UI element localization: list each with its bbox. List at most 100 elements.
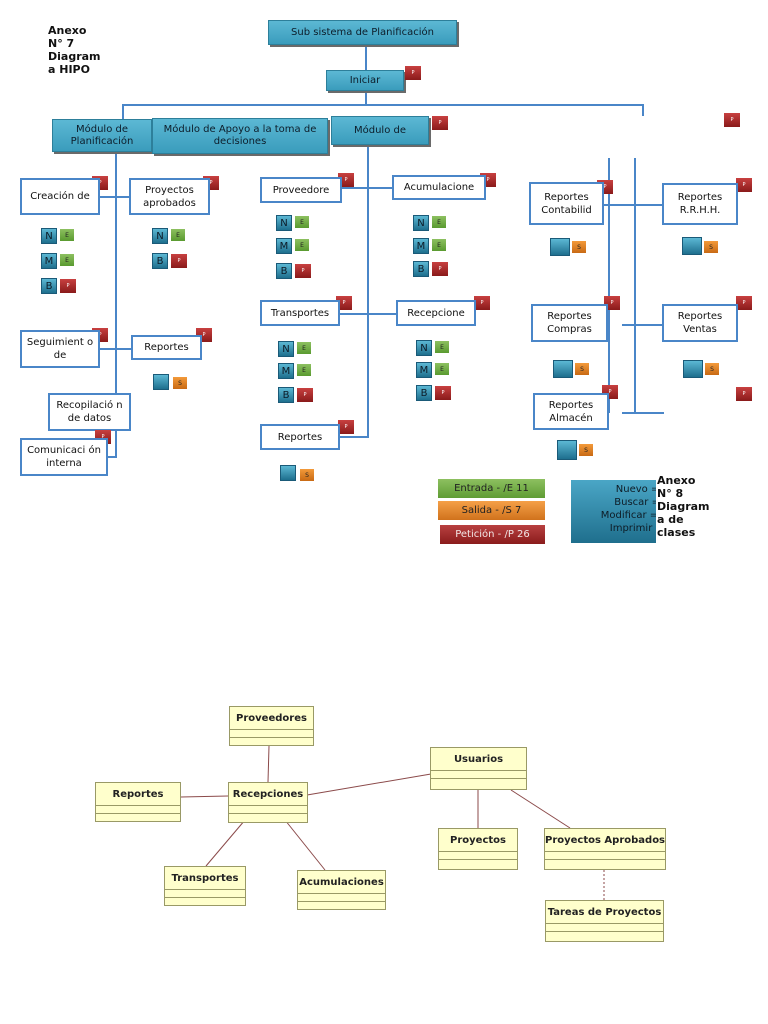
peticion-tag: P bbox=[736, 296, 752, 310]
module-apoyo[interactable]: Módulo de Apoyo a la toma de decisiones bbox=[152, 118, 328, 154]
nuevo-icon: N bbox=[276, 215, 292, 231]
association-line bbox=[267, 745, 270, 783]
module-de[interactable]: Módulo de bbox=[331, 116, 429, 145]
connector-line bbox=[342, 187, 392, 189]
reportes-left-node[interactable]: Reportes bbox=[131, 335, 202, 360]
class-proyectos[interactable]: Proyectos bbox=[438, 828, 518, 870]
peticion-tag: P bbox=[405, 66, 421, 80]
peticion-tag: P bbox=[604, 296, 620, 310]
class-attributes bbox=[298, 894, 385, 902]
class-reportes[interactable]: Reportes bbox=[95, 782, 181, 822]
classes-title-line: Diagram bbox=[657, 500, 710, 513]
reportes-ventas-node[interactable]: Reportes Ventas bbox=[662, 304, 738, 342]
class-transportes[interactable]: Transportes bbox=[164, 866, 246, 906]
root-node[interactable]: Sub sistema de Planificación bbox=[268, 20, 457, 45]
peticion-tag: P bbox=[736, 387, 752, 401]
proveedores-node[interactable]: Proveedore bbox=[260, 177, 342, 203]
class-name: Acumulaciones bbox=[298, 871, 385, 894]
modificar-icon: M bbox=[276, 238, 292, 254]
modificar-icon: M bbox=[41, 253, 57, 269]
class-tareas-proyectos[interactable]: Tareas de Proyectos bbox=[545, 900, 664, 942]
legend-nuevo: Nuevo = N bbox=[615, 484, 656, 495]
reportes-compras-node[interactable]: Reportes Compras bbox=[531, 304, 608, 342]
class-attributes bbox=[439, 852, 517, 860]
reportes-mid-node[interactable]: Reportes bbox=[260, 424, 340, 450]
buscar-icon: B bbox=[276, 263, 292, 279]
nuevo-icon: N bbox=[278, 341, 294, 357]
class-proveedores[interactable]: Proveedores bbox=[229, 706, 314, 746]
entrada-tag: E bbox=[432, 239, 446, 251]
entrada-tag: E bbox=[435, 363, 449, 375]
buscar-icon: B bbox=[152, 253, 168, 269]
entrada-tag: E bbox=[435, 341, 449, 353]
nuevo-icon: N bbox=[152, 228, 168, 244]
entrada-tag: E bbox=[60, 254, 74, 266]
entrada-tag: E bbox=[297, 342, 311, 354]
association-line bbox=[306, 773, 432, 796]
class-proyectos-aprobados[interactable]: Proyectos Aprobados bbox=[544, 828, 666, 870]
entrada-tag: E bbox=[60, 229, 74, 241]
connector-line bbox=[365, 44, 367, 70]
connector-line bbox=[100, 196, 130, 198]
reportes-contabilidad-node[interactable]: Reportes Contabilid bbox=[529, 182, 604, 225]
report-icon bbox=[557, 440, 577, 460]
buscar-icon: B bbox=[278, 387, 294, 403]
reportes-almacen-node[interactable]: Reportes Almacén bbox=[533, 393, 609, 430]
class-name: Reportes bbox=[96, 783, 180, 806]
comunicacion-node[interactable]: Comunicaci ón interna bbox=[20, 438, 108, 476]
peticion-tag: P bbox=[336, 296, 352, 310]
module-planificacion[interactable]: Módulo de Planificación bbox=[52, 119, 152, 152]
hipo-title-line: Anexo bbox=[48, 24, 87, 37]
report-icon bbox=[153, 374, 169, 390]
class-recepciones[interactable]: Recepciones bbox=[228, 782, 308, 823]
iniciar-node[interactable]: Iniciar bbox=[326, 70, 404, 91]
class-name: Transportes bbox=[165, 867, 245, 890]
recepciones-node[interactable]: Recepcione bbox=[396, 300, 476, 326]
reportes-rrhh-node[interactable]: Reportes R.R.H.H. bbox=[662, 183, 738, 225]
association-line bbox=[284, 819, 326, 871]
connector-line bbox=[622, 324, 664, 326]
legend-salida: Salida - /S 7 bbox=[438, 501, 545, 520]
connector-line bbox=[642, 104, 644, 116]
connector-line bbox=[622, 412, 664, 414]
legend-entrada: Entrada - /E 11 bbox=[438, 479, 545, 498]
acumulaciones-node[interactable]: Acumulacione bbox=[392, 175, 486, 200]
seguimiento-node[interactable]: Seguimient o de bbox=[20, 330, 100, 368]
peticion-tag: P bbox=[338, 173, 354, 187]
creacion-node[interactable]: Creación de bbox=[20, 178, 100, 215]
connector-line bbox=[100, 348, 132, 350]
peticion-tag: P bbox=[295, 264, 311, 278]
hipo-title: Anexo N° 7 Diagram a HIPO bbox=[48, 24, 101, 76]
class-name: Recepciones bbox=[229, 783, 307, 806]
legend-imprimir: Imprimir = I bbox=[609, 523, 656, 534]
class-attributes bbox=[229, 806, 307, 814]
association-line bbox=[510, 789, 571, 829]
nuevo-icon: N bbox=[416, 340, 432, 356]
peticion-tag: P bbox=[736, 178, 752, 192]
class-acumulaciones[interactable]: Acumulaciones bbox=[297, 870, 386, 910]
connector-line bbox=[122, 104, 124, 120]
proyectos-aprobados-node[interactable]: Proyectos aprobados bbox=[129, 178, 210, 215]
class-attributes bbox=[431, 771, 526, 779]
buscar-icon: B bbox=[413, 261, 429, 277]
transportes-node[interactable]: Transportes bbox=[260, 300, 340, 326]
classes-title: Anexo N° 8 Diagram a de clases bbox=[657, 474, 710, 539]
class-name: Proveedores bbox=[230, 707, 313, 730]
hipo-title-line: Diagram bbox=[48, 50, 101, 63]
association-line bbox=[205, 819, 246, 867]
connector-line bbox=[634, 158, 636, 413]
class-attributes bbox=[165, 890, 245, 898]
class-name: Proyectos bbox=[439, 829, 517, 852]
salida-tag: S bbox=[704, 241, 718, 253]
class-usuarios[interactable]: Usuarios bbox=[430, 747, 527, 790]
report-icon bbox=[682, 237, 702, 255]
classes-title-line: a de bbox=[657, 513, 684, 526]
recopilacion-node[interactable]: Recopilació n de datos bbox=[48, 393, 131, 431]
report-icon bbox=[550, 238, 570, 256]
class-name: Proyectos Aprobados bbox=[545, 829, 665, 852]
report-icon bbox=[280, 465, 296, 481]
class-name: Usuarios bbox=[431, 748, 526, 771]
report-icon bbox=[683, 360, 703, 378]
salida-tag: S bbox=[572, 241, 586, 253]
classes-title-line: clases bbox=[657, 526, 696, 539]
